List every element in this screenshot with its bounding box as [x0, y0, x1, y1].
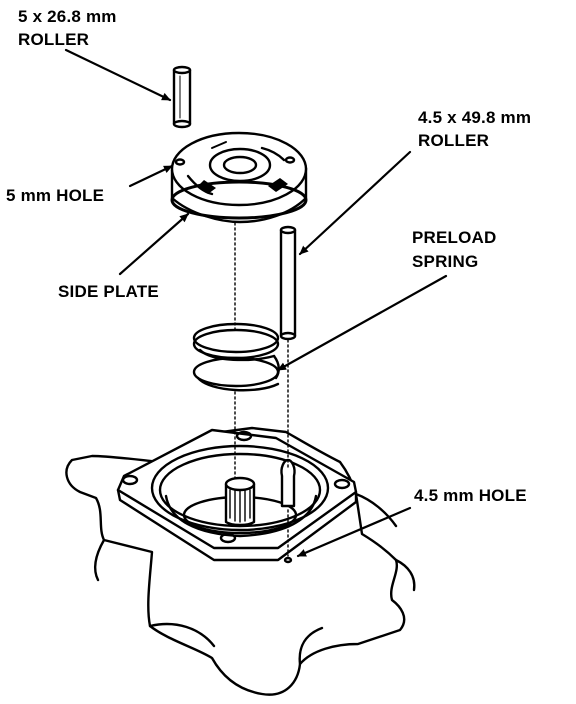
leader-lines: [64, 48, 448, 558]
long-roller: [279, 225, 297, 341]
pump-housing: [65, 426, 416, 696]
long-roller-name-label: ROLLER: [418, 131, 490, 150]
assembly-center-lines: [234, 217, 289, 557]
short-roller: [172, 65, 192, 129]
short-roller-size-label: 5 x 26.8 mm: [18, 7, 117, 26]
side-plate: [170, 131, 308, 224]
preload-spring: [192, 322, 280, 392]
long-roller-size-label: 4.5 x 49.8 mm: [418, 108, 532, 127]
5mm-hole-label: 5 mm HOLE: [6, 186, 105, 205]
4-5mm-hole-label: 4.5 mm HOLE: [414, 486, 527, 505]
preload-spring-label-line2: SPRING: [412, 252, 479, 271]
side-plate-label: SIDE PLATE: [58, 282, 159, 301]
short-roller-name-label: ROLLER: [18, 30, 90, 49]
preload-spring-label-line1: PRELOAD: [412, 228, 497, 247]
